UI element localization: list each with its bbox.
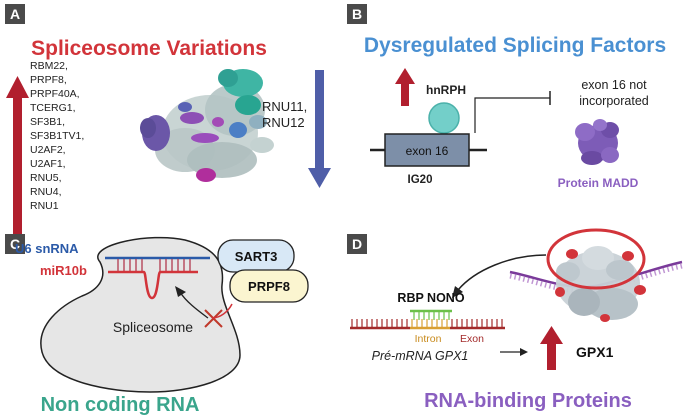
gene-label: TCERG1, (30, 102, 76, 114)
upregulation-arrow-small (395, 68, 415, 106)
panel-d: D RBP NONO (347, 228, 683, 412)
panel-c-letter: C (10, 236, 20, 252)
down-gene-label: RNU12 (262, 115, 305, 130)
inhibition-line (474, 97, 550, 133)
gene-label: PRPF8, (30, 74, 67, 86)
pre-mrna-gpx1-label: Pré-mRNA GPX1 (372, 349, 469, 363)
sart3-label: SART3 (235, 249, 278, 264)
gene-label: U2AF2, (30, 144, 66, 156)
panel-d-letter: D (352, 236, 362, 252)
note-line-1: exon 16 not (581, 78, 647, 92)
panel-b-badge (347, 4, 367, 24)
right-arrow-head (520, 348, 528, 356)
spliceosome-label: Spliceosome (113, 319, 193, 335)
base-pair-ticks (117, 259, 191, 271)
gene-label: RNU4, (30, 186, 62, 198)
panel-a-letter: A (10, 6, 20, 22)
down-gene-label: RNU11, (262, 99, 307, 114)
panel-a: A Spliceosome Variations RBM22, PRPF8, P… (5, 4, 331, 237)
gene-label: SF3B1TV1, (30, 130, 84, 142)
mir-fragment-curve (211, 303, 233, 319)
mir10b-strand (108, 270, 198, 300)
note-line-2: incorporated (579, 94, 649, 108)
curved-arrow-head (175, 286, 186, 297)
panel-a-badge (5, 4, 25, 24)
rbp-ticks (413, 311, 450, 320)
gene-label: RBM22, (30, 60, 68, 72)
panel-b: B Dysregulated Splicing Factors hnRPH ex… (347, 4, 666, 190)
panel-c: C Spliceosome U6 snRNA miR10b SART3 (5, 234, 309, 416)
panel-b-letter: B (352, 6, 362, 22)
protein-madd-label: Protein MADD (558, 176, 639, 190)
curved-arrow-d-head (452, 286, 463, 298)
rbp-nono-label: RBP NONO (397, 291, 464, 305)
exon-16-label: exon 16 (406, 144, 449, 158)
mir10b-label: miR10b (40, 263, 87, 278)
hnrph-protein-circle (428, 102, 460, 134)
prpf8-label: PRPF8 (248, 279, 290, 294)
spliceosome-structure-image (140, 69, 274, 182)
ribosome-image (555, 246, 646, 322)
upregulated-genes-list: RBM22, PRPF8, PRPF40A, TCERG1, SF3B1, SF… (30, 60, 84, 212)
ig20-label: IG20 (408, 174, 433, 186)
panel-c-badge (5, 234, 25, 254)
panel-c-title: Non coding RNA (41, 394, 200, 416)
exon-16-box (384, 133, 470, 167)
curved-arrow-d (457, 254, 547, 291)
panel-a-title: Spliceosome Variations (31, 37, 267, 60)
gene-label: RNU1 (30, 200, 59, 212)
downregulation-arrow (308, 70, 331, 188)
panel-d-title: RNA-binding Proteins (424, 390, 632, 412)
u6-snrna-label: U6 snRNA (15, 241, 79, 256)
gene-label: RNU5, (30, 172, 62, 184)
upregulation-arrow (6, 76, 29, 237)
hnrph-label: hnRPH (426, 83, 466, 97)
gene-label: U2AF1, (30, 158, 66, 170)
madd-protein-image (575, 119, 619, 165)
gene-label: PRPF40A, (30, 88, 80, 100)
spliceosome-shape (40, 236, 241, 393)
pre-mrna-ticks (351, 319, 503, 327)
gpx1-up-arrow (540, 326, 563, 370)
panel-d-badge (347, 234, 367, 254)
panel-b-title: Dysregulated Splicing Factors (364, 34, 666, 57)
exon-label: Exon (460, 333, 484, 345)
mrna-strand-ticks (509, 263, 683, 294)
intron-label: Intron (415, 333, 442, 345)
highlight-ellipse (546, 228, 646, 290)
gpx1-label: GPX1 (576, 344, 614, 360)
prpf8-box (229, 269, 309, 303)
gene-label: SF3B1, (30, 116, 65, 128)
